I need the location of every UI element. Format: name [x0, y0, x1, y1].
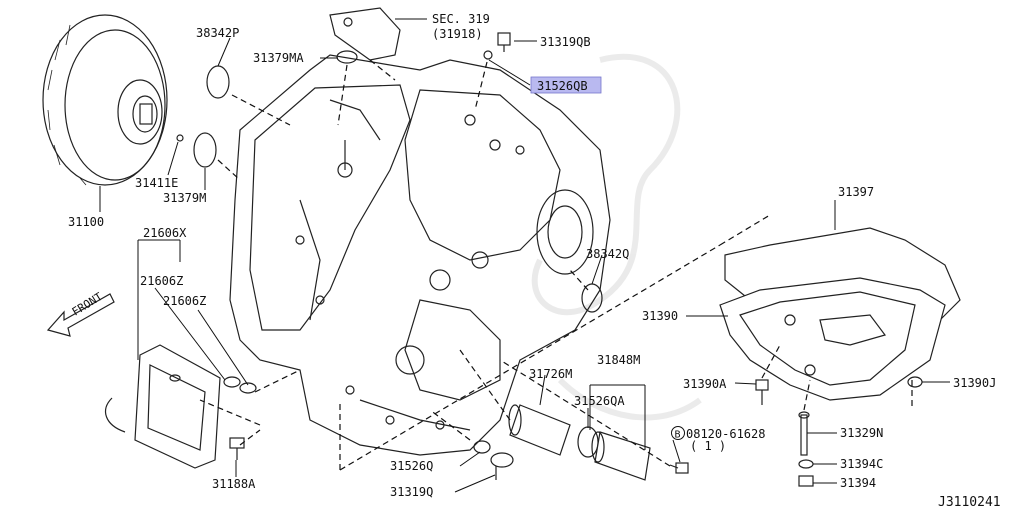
watermark-logo	[531, 53, 702, 421]
label-31526Q[interactable]: 31526Q	[390, 459, 433, 473]
label-08120-61628[interactable]: 08120-61628	[686, 427, 765, 441]
washer-31390J[interactable]	[907, 376, 923, 388]
label-31394[interactable]: 31394	[840, 476, 876, 490]
torque-converter[interactable]	[42, 14, 168, 186]
oil-cooler[interactable]	[104, 344, 221, 469]
label-31397[interactable]: 31397	[838, 185, 874, 199]
bolt-31390A[interactable]	[755, 379, 769, 405]
label-21606Z-a[interactable]: 21606Z	[140, 274, 183, 288]
label-31848M[interactable]: 31848M	[597, 353, 640, 367]
label-31379MA[interactable]: 31379MA	[253, 51, 304, 65]
assembly-dashed-lines	[199, 59, 913, 471]
washer-31394C[interactable]	[798, 459, 814, 469]
plug-31319Q[interactable]	[490, 452, 514, 480]
label-31379M[interactable]: 31379M	[163, 191, 206, 205]
filter-cover-31848M[interactable]	[591, 431, 651, 481]
label-38342Q[interactable]: 38342Q	[586, 247, 629, 261]
seal-38342P[interactable]	[206, 65, 230, 99]
diagram-id: J3110241	[938, 495, 1001, 510]
oring-21606Z-a[interactable]	[223, 376, 241, 388]
sensor-sec319[interactable]	[329, 7, 401, 61]
label-31390[interactable]: 31390	[642, 309, 678, 323]
leader-lines	[99, 18, 950, 493]
label-31526QB[interactable]: 31526QB	[537, 79, 588, 93]
label-21606Z-b[interactable]: 21606Z	[163, 294, 206, 308]
pin-31411E[interactable]	[176, 134, 184, 142]
bolt-marker-b: B	[671, 426, 685, 441]
oil-pan-31390[interactable]	[719, 277, 946, 401]
seal-31379MA[interactable]	[336, 50, 358, 64]
label-sec-ref-2: (31918)	[432, 27, 483, 41]
bolt-marker-b-text: B	[675, 430, 681, 441]
label-31329N[interactable]: 31329N	[840, 426, 883, 440]
oring-31526QA[interactable]	[577, 426, 599, 458]
label-31726M[interactable]: 31726M	[529, 367, 572, 381]
label-31526QA[interactable]: 31526QA	[574, 394, 625, 408]
plug-31394[interactable]	[798, 475, 814, 487]
label-31319QB[interactable]: 31319QB	[540, 35, 591, 49]
stud-31329N[interactable]	[798, 411, 810, 456]
oring-21606Z-b[interactable]	[239, 382, 257, 394]
label-21606X[interactable]: 21606X	[143, 226, 187, 240]
label-31100[interactable]: 31100	[68, 215, 104, 229]
label-31411E[interactable]: 31411E	[135, 176, 178, 190]
label-sec-ref-1: SEC. 319	[432, 12, 490, 26]
label-08120-qty: ( 1 )	[690, 439, 726, 453]
bolt-08120[interactable]	[669, 462, 689, 474]
washer-31526QB[interactable]	[483, 50, 493, 60]
transmission-case[interactable]	[229, 54, 611, 456]
bolt-31188A[interactable]	[229, 437, 245, 460]
highlight-31526QB	[530, 76, 602, 94]
bolt-31319QB[interactable]	[497, 32, 511, 52]
seal-31379M[interactable]	[193, 132, 217, 168]
washer-31526Q[interactable]	[473, 440, 491, 454]
filter-31726M[interactable]	[508, 404, 571, 456]
label-38342P[interactable]: 38342P	[196, 26, 239, 40]
label-31394C[interactable]: 31394C	[840, 457, 883, 471]
label-31319Q[interactable]: 31319Q	[390, 485, 433, 499]
label-31390A[interactable]: 31390A	[683, 377, 727, 391]
front-arrow-icon	[46, 293, 115, 337]
label-31188A[interactable]: 31188A	[212, 477, 256, 491]
label-31390J[interactable]: 31390J	[953, 376, 996, 390]
